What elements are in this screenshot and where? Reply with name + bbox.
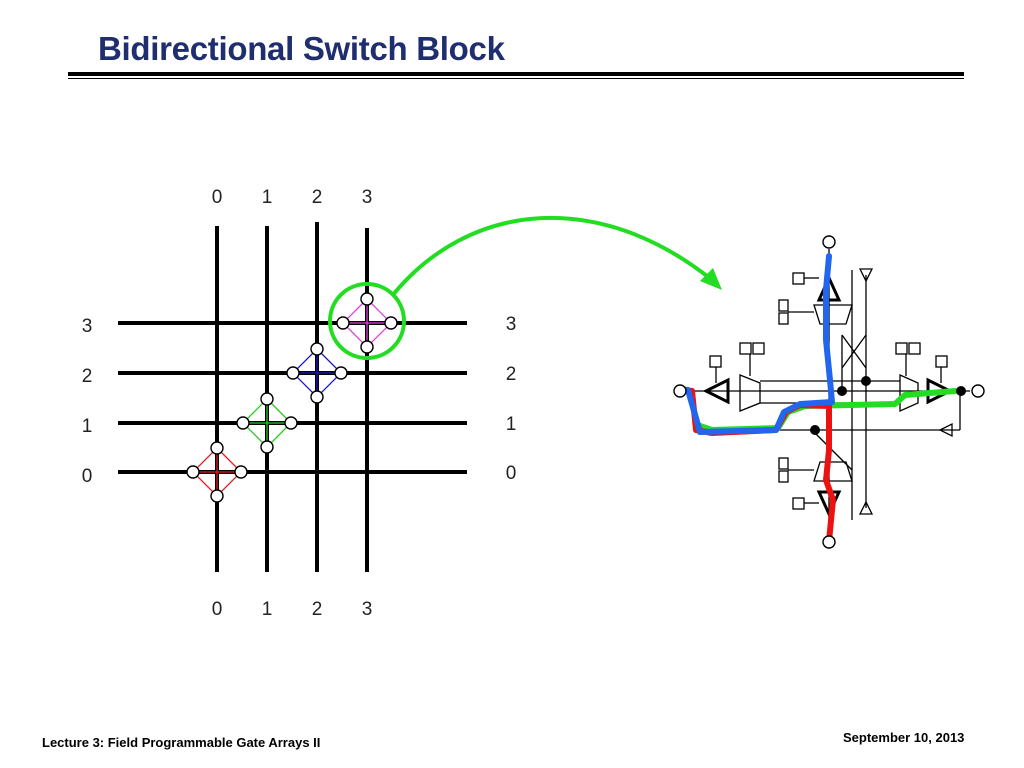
right-label-3: 3 [506, 314, 517, 335]
bottom-label-1: 1 [262, 599, 273, 620]
left-label-2: 2 [82, 366, 93, 387]
junction-dots [810, 376, 966, 435]
bottom-label-0: 0 [212, 599, 223, 620]
path-red [675, 386, 836, 544]
top-label-1: 1 [262, 187, 273, 208]
arrowhead [700, 268, 722, 290]
bottom-label-2: 2 [312, 599, 323, 620]
path-blue [675, 253, 835, 435]
right-label-2: 2 [506, 364, 517, 385]
highlight-ring [328, 282, 406, 360]
schematic-terminals [673, 235, 985, 549]
title-rule-thin [68, 78, 964, 79]
switch-nodes [186, 292, 398, 503]
right-label-0: 0 [506, 463, 517, 484]
title-rule [68, 72, 964, 76]
footer-date: September 10, 2013 [843, 730, 965, 745]
switch-3 [342, 298, 392, 348]
top-label-0: 0 [212, 187, 223, 208]
path-green [687, 388, 958, 433]
switch-1 [242, 398, 292, 448]
switch-2 [292, 348, 342, 398]
highlight-arrow [390, 215, 714, 298]
footer-lecture: Lecture 3: Field Programmable Gate Array… [42, 735, 321, 750]
left-label-0: 0 [82, 466, 93, 487]
top-label-3: 3 [362, 187, 373, 208]
left-label-3: 3 [82, 316, 93, 337]
left-label-1: 1 [82, 416, 93, 437]
slide-title: Bidirectional Switch Block [98, 30, 505, 67]
bottom-label-3: 3 [362, 599, 373, 620]
switch-0 [192, 447, 242, 497]
right-label-1: 1 [506, 414, 517, 435]
top-label-2: 2 [312, 187, 323, 208]
